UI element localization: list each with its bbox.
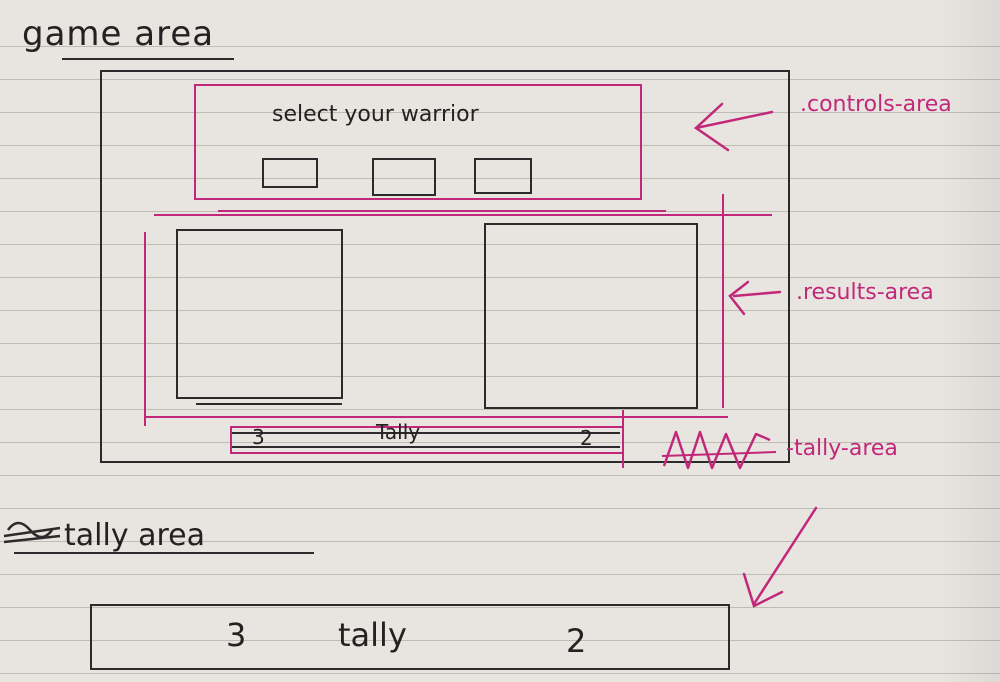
player-result-panel — [176, 229, 343, 399]
tally-bar-line-bottom — [232, 446, 620, 448]
computer-result-panel — [484, 223, 698, 409]
tally-area-heading-underline — [14, 552, 314, 554]
tally-mini-left-score: 3 — [252, 425, 265, 449]
results-area-left-edge — [144, 232, 146, 426]
page-shadow — [940, 0, 1000, 682]
tally-bar-detail — [90, 604, 730, 670]
tally-bar-right-edge — [622, 410, 624, 468]
crossed-out-scribble — [3, 521, 61, 544]
controls-area-bottom-line — [218, 210, 666, 212]
scribble-mark — [662, 430, 771, 470]
results-area-right-edge — [722, 194, 724, 408]
select-warrior-text: select your warrior — [272, 102, 479, 127]
game-area-title-underline — [62, 58, 234, 60]
tally-big-label: tally — [338, 616, 407, 654]
results-arrow-icon — [728, 280, 782, 316]
warrior-option-3[interactable] — [474, 158, 532, 194]
tally-detail-arrow-icon — [742, 506, 818, 608]
results-area-bottom-edge — [144, 416, 728, 418]
tally-area-heading: tally area — [64, 518, 206, 553]
game-area-frame — [100, 70, 790, 463]
tally-big-right-score: 2 — [566, 622, 587, 660]
game-area-title: game area — [22, 14, 215, 54]
tally-big-left-score: 3 — [226, 616, 247, 654]
controls-area-annotation: .controls-area — [800, 92, 952, 117]
player-result-panel-underline — [196, 403, 342, 405]
warrior-option-1[interactable] — [262, 158, 318, 188]
results-area-annotation: .results-area — [796, 280, 934, 305]
tally-bar-line-top — [232, 432, 620, 434]
tally-area-annotation: -tally-area — [786, 436, 898, 461]
tally-mini-right-score: 2 — [580, 426, 593, 450]
warrior-option-2[interactable] — [372, 158, 436, 196]
tally-mini-label: Tally — [376, 420, 421, 444]
controls-results-divider — [154, 214, 772, 216]
controls-area-frame — [194, 84, 642, 200]
controls-arrow-icon — [694, 102, 774, 152]
